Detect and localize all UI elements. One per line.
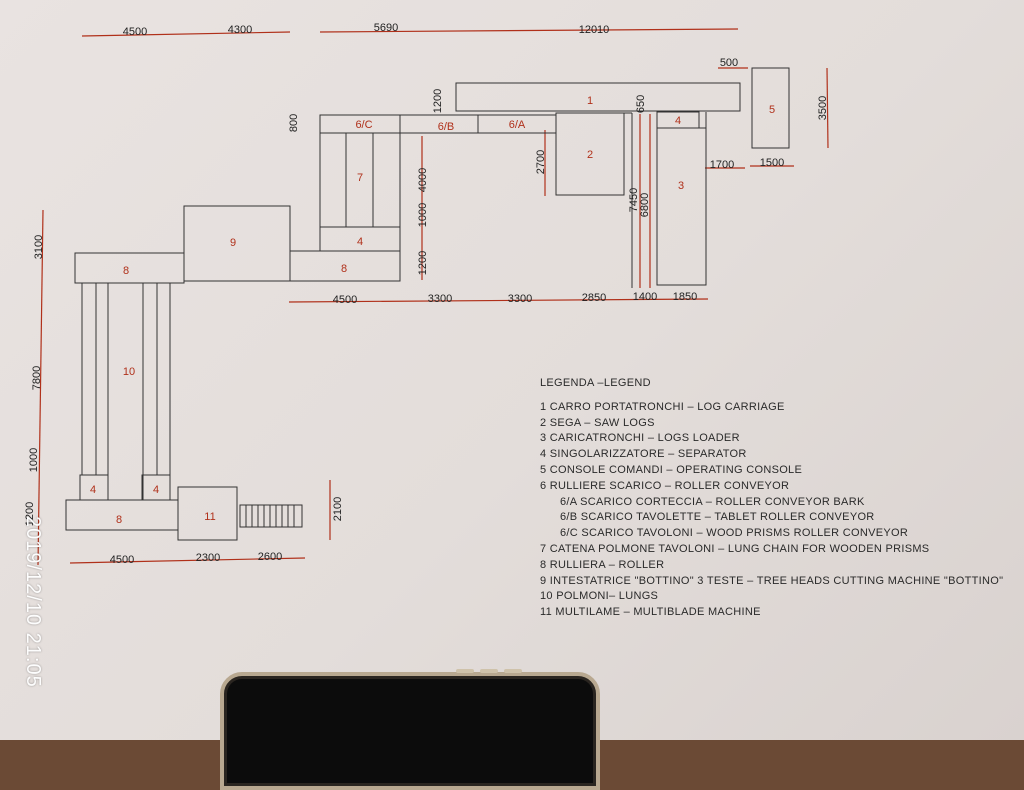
dim-low-2300: 2300 (196, 552, 220, 564)
legend: LEGENDA –LEGEND 1 CARRO PORTATRONCHI – L… (540, 376, 1003, 621)
dim-left-7800: 7800 (31, 366, 43, 390)
roller-mid (289, 250, 401, 282)
dim-top-4500: 4500 (123, 26, 147, 38)
dim-low-2600: 2600 (258, 551, 282, 563)
label-4-top: 4 (675, 115, 681, 127)
phone-button (456, 669, 474, 673)
label-1: 1 (587, 95, 593, 107)
legend-item: 3 CARICATRONCHI – LOGS LOADER (540, 432, 740, 445)
dim-v-7450: 7450 (628, 188, 640, 212)
legend-title: LEGENDA –LEGEND (540, 377, 651, 389)
dim-left-1000: 1000 (28, 448, 40, 472)
label-4-left-b: 4 (153, 484, 159, 496)
dim-top-500: 500 (720, 57, 738, 69)
label-6c: 6/C (355, 119, 372, 131)
legend-item: 10 POLMONI– LUNGS (540, 590, 659, 603)
log-carriage (455, 82, 741, 112)
label-4-left-a: 4 (90, 484, 96, 496)
legend-item: 6 RULLIERE SCARICO – ROLLER CONVEYOR (540, 479, 790, 492)
label-3: 3 (678, 180, 684, 192)
dim-v-4000: 4000 (417, 168, 429, 192)
dim-right-3500: 3500 (817, 96, 829, 120)
dim-mid-3300-a: 3300 (428, 293, 452, 305)
dim-v-800: 800 (288, 114, 300, 132)
dim-mid-4500: 4500 (333, 294, 357, 306)
machine-numbers: 1 5 2 4 3 6/C 6/B 6/A 7 4 9 8 8 10 4 4 8… (90, 95, 775, 526)
legend-item: 1 CARRO PORTATRONCHI – LOG CARRIAGE (540, 400, 785, 413)
dim-low-4500: 4500 (110, 554, 134, 566)
photo-timestamp: 2019/12/10 21:05 (22, 516, 44, 688)
dim-v-650: 650 (635, 95, 647, 113)
label-2: 2 (587, 149, 593, 161)
label-7: 7 (357, 172, 363, 184)
label-11: 11 (204, 511, 215, 523)
roller-left (74, 252, 185, 284)
equipment-outlines (65, 67, 790, 541)
saw-logs (555, 112, 625, 196)
logs-loader (656, 127, 707, 286)
label-9: 9 (230, 237, 236, 249)
multiblade-machine (177, 486, 238, 541)
label-6b: 6/B (438, 121, 455, 133)
label-8-mid: 8 (341, 263, 347, 275)
dim-low-2100: 2100 (332, 497, 344, 521)
phone-button (480, 669, 498, 673)
label-8-bottom: 8 (116, 514, 122, 526)
dim-mid-1400: 1400 (633, 291, 657, 303)
legend-subitem: 6/A SCARICO CORTECCIA – ROLLER CONVEYOR … (560, 495, 865, 508)
legend-item: 11 MULTILAME – MULTIBLADE MACHINE (540, 606, 761, 619)
dim-mid-3300-b: 3300 (508, 293, 532, 305)
dim-top-4300: 4300 (228, 24, 252, 36)
conveyor-6a (477, 114, 557, 134)
dim-mid-2850: 2850 (582, 292, 606, 304)
cutting-machine (183, 205, 291, 282)
dim-v-2700: 2700 (535, 150, 547, 174)
label-5: 5 (769, 104, 775, 116)
dim-top-12010: 12010 (579, 24, 610, 36)
label-10: 10 (123, 366, 135, 378)
dim-v-1000: 1000 (417, 203, 429, 227)
floor-plan: 1 5 2 4 3 6/C 6/B 6/A 7 4 9 8 8 10 4 4 8… (24, 22, 829, 566)
legend-item: 5 CONSOLE COMANDI – OPERATING CONSOLE (540, 463, 803, 476)
dim-top-5690: 5690 (374, 22, 398, 34)
dim-v-1200-mid: 1200 (417, 251, 429, 275)
dimension-lines (37, 28, 829, 566)
outfeed-slats (245, 505, 295, 527)
dimension-values: 4500 4300 5690 12010 500 3500 1500 1700 … (24, 22, 829, 566)
dim-left-3100: 3100 (33, 235, 45, 259)
legend-item: 7 CATENA POLMONE TAVOLONI – LUNG CHAIN F… (540, 542, 930, 555)
label-8-left: 8 (123, 265, 129, 277)
operating-console (751, 67, 790, 149)
dim-v-1200-top: 1200 (432, 89, 444, 113)
outfeed-grate (239, 504, 303, 528)
legend-subitem: 6/B SCARICO TAVOLETTE – TABLET ROLLER CO… (560, 511, 875, 524)
phone-button (504, 669, 522, 673)
dim-mid-1850: 1850 (673, 291, 697, 303)
drawing-sheet (0, 0, 1024, 740)
legend-item: 2 SEGA – SAW LOGS (540, 416, 655, 429)
label-4-mid: 4 (357, 236, 363, 248)
dim-v-6800: 6800 (639, 193, 651, 217)
dim-right-1500: 1500 (760, 157, 784, 169)
legend-item: 8 RULLIERA – ROLLER (540, 558, 665, 571)
legend-item: 9 INTESTATRICE "BOTTINO" 3 TESTE – TREE … (540, 574, 1004, 587)
smartphone-icon (220, 669, 600, 790)
dim-right-1700: 1700 (710, 159, 734, 171)
legend-item: 4 SINGOLARIZZATORE – SEPARATOR (540, 448, 747, 461)
label-6a: 6/A (509, 119, 526, 131)
legend-subitem: 6/C SCARICO TAVOLONI – WOOD PRISMS ROLLE… (560, 527, 909, 540)
dim-left-1200: 1200 (24, 502, 36, 526)
